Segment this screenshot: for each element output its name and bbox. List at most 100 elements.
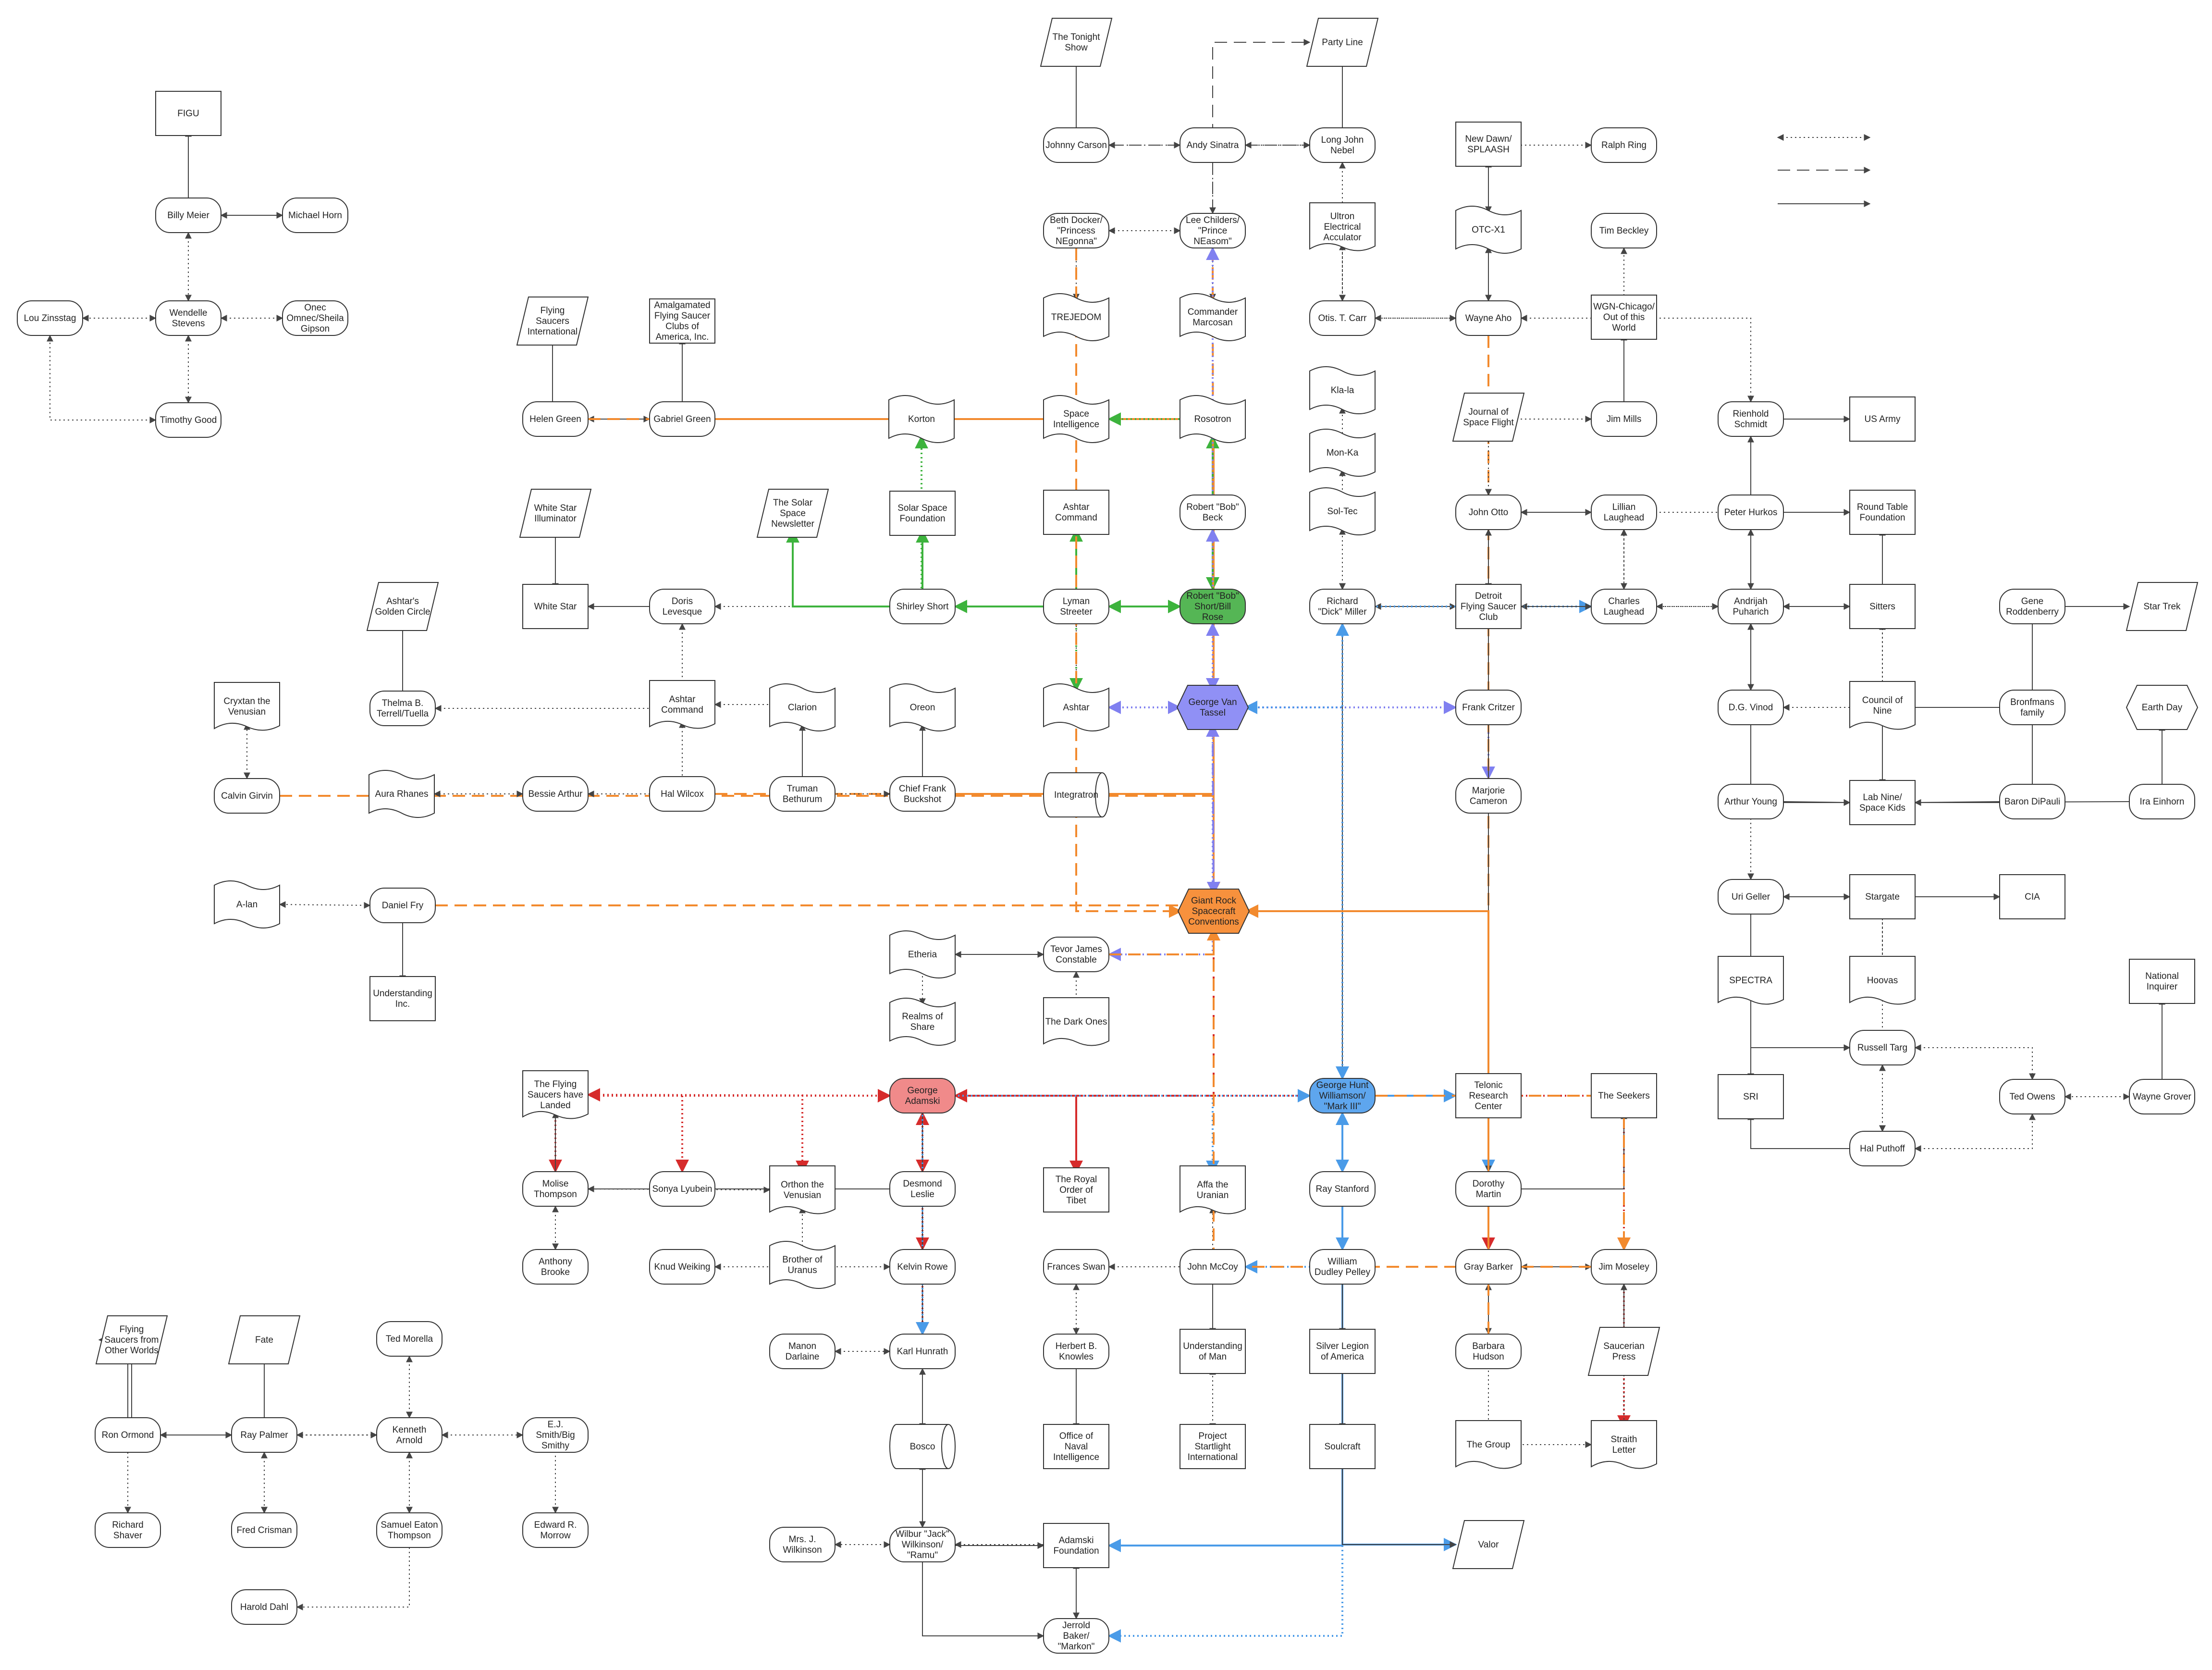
node-shape <box>282 300 348 336</box>
node-shape <box>889 491 956 536</box>
node-label: Earth Day <box>2142 703 2183 713</box>
node-shape <box>1455 778 1522 814</box>
node-label: CIA <box>2025 892 2040 902</box>
node-label: White Star <box>534 602 577 612</box>
edge-george_adamski-to-orthon <box>796 1089 891 1174</box>
node-label: John Otto <box>1469 507 1508 518</box>
node-shape <box>1999 690 2065 725</box>
node-shape <box>2126 685 2199 730</box>
edge-lee_childers-to-party_line <box>1212 39 1311 213</box>
node-aura-rhanes: Aura Rhanes <box>369 770 435 818</box>
node-label: TREJEDOM <box>1051 312 1102 322</box>
node-label: Oreon <box>910 703 935 713</box>
node-thelma-terrell: Thelma B.Terrell/Tuella <box>369 691 436 726</box>
node-label: Gabriel Green <box>653 414 711 424</box>
edge-layer <box>47 39 2165 1643</box>
node-shape <box>1180 1165 1246 1214</box>
node-shape <box>376 1321 442 1357</box>
node-shape <box>214 682 280 731</box>
node-label: Uri Geller <box>1732 892 1770 902</box>
node-mrs-wilkinson: Mrs. J.Wilkinson <box>769 1527 836 1562</box>
node-timothy-good: Timothy Good <box>155 402 221 438</box>
node-shape <box>1455 495 1522 530</box>
node-label: Rosotron <box>1194 414 1231 424</box>
node-shape <box>376 1512 442 1548</box>
node-shape <box>1849 490 1916 535</box>
node-label: Thelma B.Terrell/Tuella <box>377 698 429 719</box>
node-shape <box>2126 582 2199 631</box>
node-soulcraft: Soulcraft <box>1309 1424 1376 1469</box>
node-integratron: Integratron <box>1043 772 1109 817</box>
node-label: Mon-Ka <box>1327 448 1359 458</box>
node-ted-morella: Ted Morella <box>376 1321 442 1357</box>
node-frank-critzer: Frank Critzer <box>1455 690 1522 725</box>
node-johnny-carson: Johnny Carson <box>1043 127 1109 163</box>
node-the-dark-ones: The Dark Ones <box>1043 997 1109 1046</box>
node-shape <box>889 1171 956 1207</box>
node-star-trek: Star Trek <box>2126 582 2199 631</box>
node-robert-beck: Robert "Bob"Beck <box>1180 495 1246 530</box>
node-otc-x1: OTC-X1 <box>1455 206 1522 254</box>
node-shape <box>1180 213 1246 248</box>
node-shape <box>1452 1520 1525 1569</box>
node-bessie-arthur: Bessie Arthur <box>522 776 589 812</box>
node-shape <box>1999 1079 2065 1114</box>
node-john-mccoy: John McCoy <box>1180 1249 1246 1285</box>
node-baron-dipauli: Baron DiPauli <box>1999 784 2065 819</box>
node-label: The Group <box>1467 1440 1511 1450</box>
node-cia: CIA <box>1999 874 2065 919</box>
edge-arthur_young-to-lab_nine <box>1783 799 1851 806</box>
node-label: Kelvin Rowe <box>897 1262 948 1272</box>
node-shape <box>1455 1420 1522 1469</box>
node-label: Harold Dahl <box>240 1602 288 1612</box>
node-shape <box>228 1315 301 1364</box>
node-shape <box>1306 18 1379 67</box>
node-peter-hurkos: Peter Hurkos <box>1718 495 1784 530</box>
node-earth-day: Earth Day <box>2126 685 2199 730</box>
node-shape <box>231 1589 297 1625</box>
node-hal-wilcox: Hal Wilcox <box>649 776 715 812</box>
node-ira-einhorn: Ira Einhorn <box>2129 784 2195 819</box>
node-label: Ralph Ring <box>1601 140 1647 150</box>
node-shape <box>522 584 589 629</box>
node-shape <box>1999 784 2065 819</box>
node-shape <box>1718 401 1784 437</box>
node-shape <box>155 91 221 136</box>
node-label: Jim Mills <box>1607 414 1642 424</box>
node-shape <box>1718 784 1784 819</box>
node-shape <box>2129 784 2195 819</box>
node-label: Jim Moseley <box>1598 1262 1649 1272</box>
node-shape <box>1718 1074 1784 1119</box>
node-shape <box>366 582 439 631</box>
node-label: John McCoy <box>1187 1262 1238 1272</box>
node-shape <box>1455 122 1522 167</box>
node-label: Korton <box>908 414 935 424</box>
node-shape <box>649 401 715 437</box>
node-hal-puthoff: Hal Puthoff <box>1849 1131 1916 1166</box>
node-label: Lab Nine/Space Kids <box>1859 792 1905 813</box>
node-shape <box>1591 1420 1657 1469</box>
node-valor: Valor <box>1452 1520 1525 1569</box>
node-label: Edward R.Morrow <box>534 1520 577 1541</box>
node-label: Stargate <box>1865 892 1900 902</box>
node-shape <box>889 1249 956 1285</box>
